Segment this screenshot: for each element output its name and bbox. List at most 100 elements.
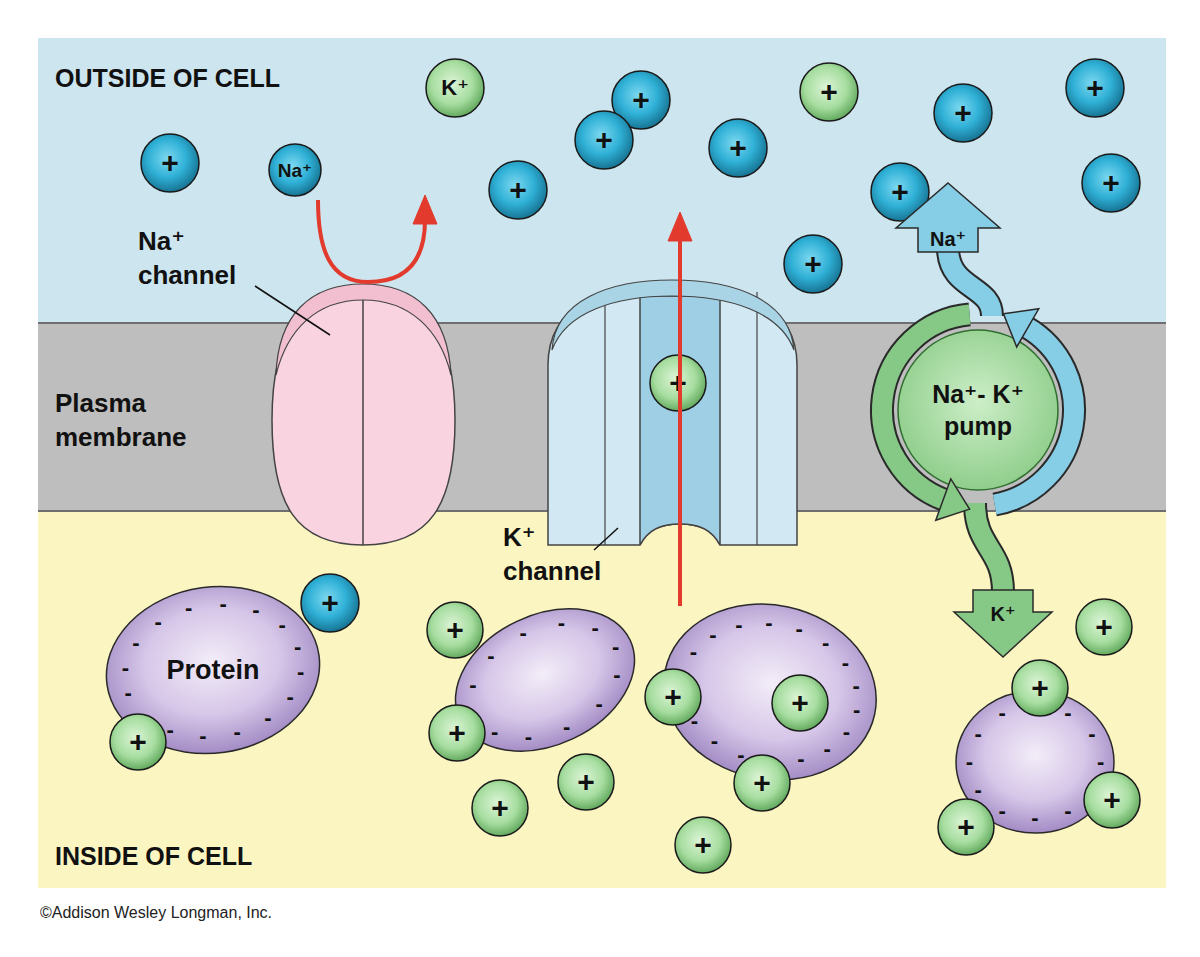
charge-sign: -: [185, 597, 192, 619]
ion-outline: [734, 755, 790, 811]
channel-label: Na⁺ channel: [138, 224, 258, 293]
sodium-potassium-pump: Na⁺- K⁺ pump: [870, 300, 1085, 520]
charge-sign: -: [252, 599, 259, 621]
node-outline: [870, 300, 1085, 520]
charge-sign: -: [690, 641, 697, 663]
ion-circle: +: [471, 779, 529, 837]
charge-sign: -: [125, 682, 132, 704]
charge-sign: -: [765, 612, 772, 634]
pump-arrow: [948, 250, 992, 316]
charge-sign: -: [795, 618, 802, 640]
ion-outline: [472, 780, 528, 836]
pump-arrow: [995, 327, 1074, 505]
charge-sign: -: [613, 664, 620, 686]
ion-circle: +: [674, 816, 732, 874]
ion-charge: +: [783, 234, 843, 294]
ion-charge: +: [557, 753, 615, 811]
arrow-head: [668, 212, 692, 241]
ion-circle: +: [557, 753, 615, 811]
charge-sign: -: [234, 721, 241, 743]
ion-outline: [301, 574, 359, 632]
ion-circle: +: [708, 118, 768, 178]
charge-sign: -: [822, 632, 829, 654]
ion-charge: +: [428, 704, 486, 762]
ion-charge: +: [1075, 598, 1133, 656]
charge-sign: -: [122, 657, 129, 679]
node-outline: [495, 276, 805, 592]
ion-outline: [675, 817, 731, 873]
ion-outline: [575, 111, 633, 169]
ion-charge: +: [649, 354, 707, 412]
ion-outline: [558, 754, 614, 810]
pump-body: [898, 330, 1058, 490]
charge-sign: -: [999, 800, 1006, 822]
ion-charge: +: [644, 668, 702, 726]
ion-circle: +: [870, 162, 930, 222]
ion-circle: +: [783, 234, 843, 294]
region-label: Plasma membrane: [55, 386, 255, 455]
ion-circle: K⁺: [425, 58, 485, 118]
pump-arrow: [975, 503, 1003, 592]
charge-sign: -: [278, 614, 285, 636]
ion-outline: [427, 602, 483, 658]
charge-sign: -: [563, 716, 570, 738]
ion-outline: [1076, 599, 1132, 655]
charge-sign: -: [491, 721, 498, 743]
charge-sign: -: [1031, 807, 1038, 829]
charge-sign: -: [1088, 723, 1095, 745]
charge-sign: -: [711, 730, 718, 752]
region-label: INSIDE OF CELL: [55, 840, 475, 873]
ion-charge: +: [426, 601, 484, 659]
ion-circle: +: [300, 573, 360, 633]
ion-charge: Na⁺: [268, 143, 322, 197]
ion-outline: [800, 63, 858, 121]
arrow-label: K⁺: [991, 604, 1016, 624]
ion-outline: [1012, 660, 1068, 716]
ion-charge: +: [574, 110, 634, 170]
channel-body: [548, 282, 797, 545]
ion-outline: [141, 134, 199, 192]
ion-outline: [1066, 59, 1124, 117]
ion-charge: +: [870, 162, 930, 222]
ion-charge: +: [933, 83, 993, 143]
ion-outline: [871, 163, 929, 221]
channel-divider: [362, 300, 364, 545]
ion-circle: +: [649, 354, 707, 412]
ion-circle: +: [488, 160, 548, 220]
charge-sign: -: [842, 652, 849, 674]
channel-body: [272, 292, 455, 545]
charge-sign: -: [132, 632, 139, 654]
charge-sign: -: [155, 611, 162, 633]
charge-sign: -: [219, 593, 226, 615]
ion-charge: +: [140, 133, 200, 193]
ion-outline: [938, 799, 994, 855]
sodium-channel: Na⁺ channel: [130, 212, 465, 552]
pump-arrow: [882, 314, 970, 500]
charge-sign: -: [487, 645, 494, 667]
arrow-head: [1003, 309, 1038, 347]
charge-sign: -: [286, 686, 293, 708]
flow-arrow: [318, 200, 425, 282]
ion-circle: +: [1075, 598, 1133, 656]
ion-outline: [110, 714, 166, 770]
charge-sign: -: [999, 702, 1006, 724]
ion-charge: +: [674, 816, 732, 874]
ion-circle: +: [109, 713, 167, 771]
charge-sign: -: [735, 614, 742, 636]
ion-outline: [934, 84, 992, 142]
charge-sign: -: [558, 612, 565, 634]
charge-sign: -: [592, 617, 599, 639]
charge-sign: -: [797, 748, 804, 770]
arrow-head: [936, 479, 970, 520]
ion-circle: +: [799, 62, 859, 122]
ion-circle: +: [426, 601, 484, 659]
ion-outline: [426, 59, 484, 117]
ion-outline: [429, 705, 485, 761]
charge-sign: -: [469, 674, 476, 696]
charge-sign: -: [1064, 800, 1071, 822]
pump-label: Na⁺- K⁺ pump: [908, 300, 1048, 520]
ion-charge: +: [771, 674, 829, 732]
flow-arrow: [678, 238, 682, 606]
arrow-head: [413, 195, 437, 224]
